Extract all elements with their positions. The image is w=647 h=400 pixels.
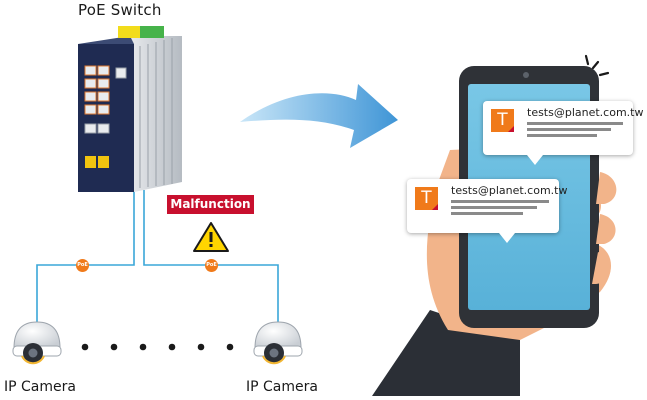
message-line: [527, 122, 623, 125]
page-title: PoE Switch: [78, 1, 162, 19]
sender-avatar-icon: T: [415, 187, 438, 210]
message-line: [527, 134, 597, 137]
warning-icon: [193, 222, 229, 252]
poe-switch-icon: [78, 26, 182, 192]
notification-email: tests@planet.com.tw: [527, 106, 644, 119]
camera-2: [253, 321, 303, 365]
camera-ellipsis: [81, 343, 234, 351]
message-line: [451, 206, 537, 209]
email-notification: T tests@planet.com.tw: [483, 101, 643, 165]
sender-avatar-icon: T: [491, 109, 514, 132]
alert-burst-icon: [584, 54, 610, 77]
bubble-tail: [527, 155, 543, 165]
poe-badge: PoE: [76, 259, 89, 272]
poe-badge: PoE: [205, 259, 218, 272]
email-notification: T tests@planet.com.tw: [407, 179, 567, 243]
camera-label: IP Camera: [4, 379, 76, 395]
message-line: [451, 212, 523, 215]
message-line: [451, 200, 549, 203]
bubble-tail: [499, 233, 515, 243]
notification-email: tests@planet.com.tw: [451, 184, 568, 197]
message-line: [527, 128, 611, 131]
flow-arrow-icon: [240, 84, 398, 148]
camera-label: IP Camera: [246, 379, 318, 395]
camera-1: [12, 321, 62, 365]
malfunction-badge: Malfunction: [167, 195, 254, 214]
